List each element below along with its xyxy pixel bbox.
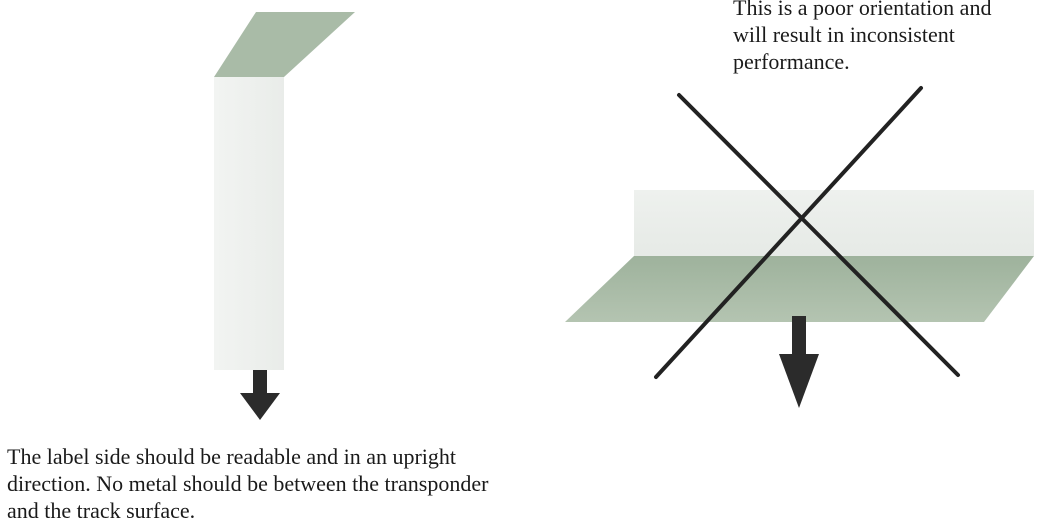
transponder-base-face [214,12,355,77]
flat-transponder [565,190,1034,322]
caption-line: will result in inconsistent [733,22,955,47]
caption-line: and the track surface. [7,498,196,523]
transponder-base-face [565,256,1034,322]
caption-line: This is a poor orientation and [733,0,992,20]
transponder-label-face [214,77,284,370]
upright-transponder [214,12,355,370]
caption-line: The label side should be readable and in… [7,444,457,469]
down-arrow-icon [240,370,280,420]
x-mark-icon [654,86,960,379]
incorrect-orientation-caption: This is a poor orientation and will resu… [733,0,991,75]
correct-orientation-caption: The label side should be readable and in… [7,443,488,524]
caption-line: performance. [733,49,850,74]
caption-line: direction. No metal should be between th… [7,471,489,496]
transponder-label-face [634,190,1034,256]
down-arrow-icon [779,316,819,408]
